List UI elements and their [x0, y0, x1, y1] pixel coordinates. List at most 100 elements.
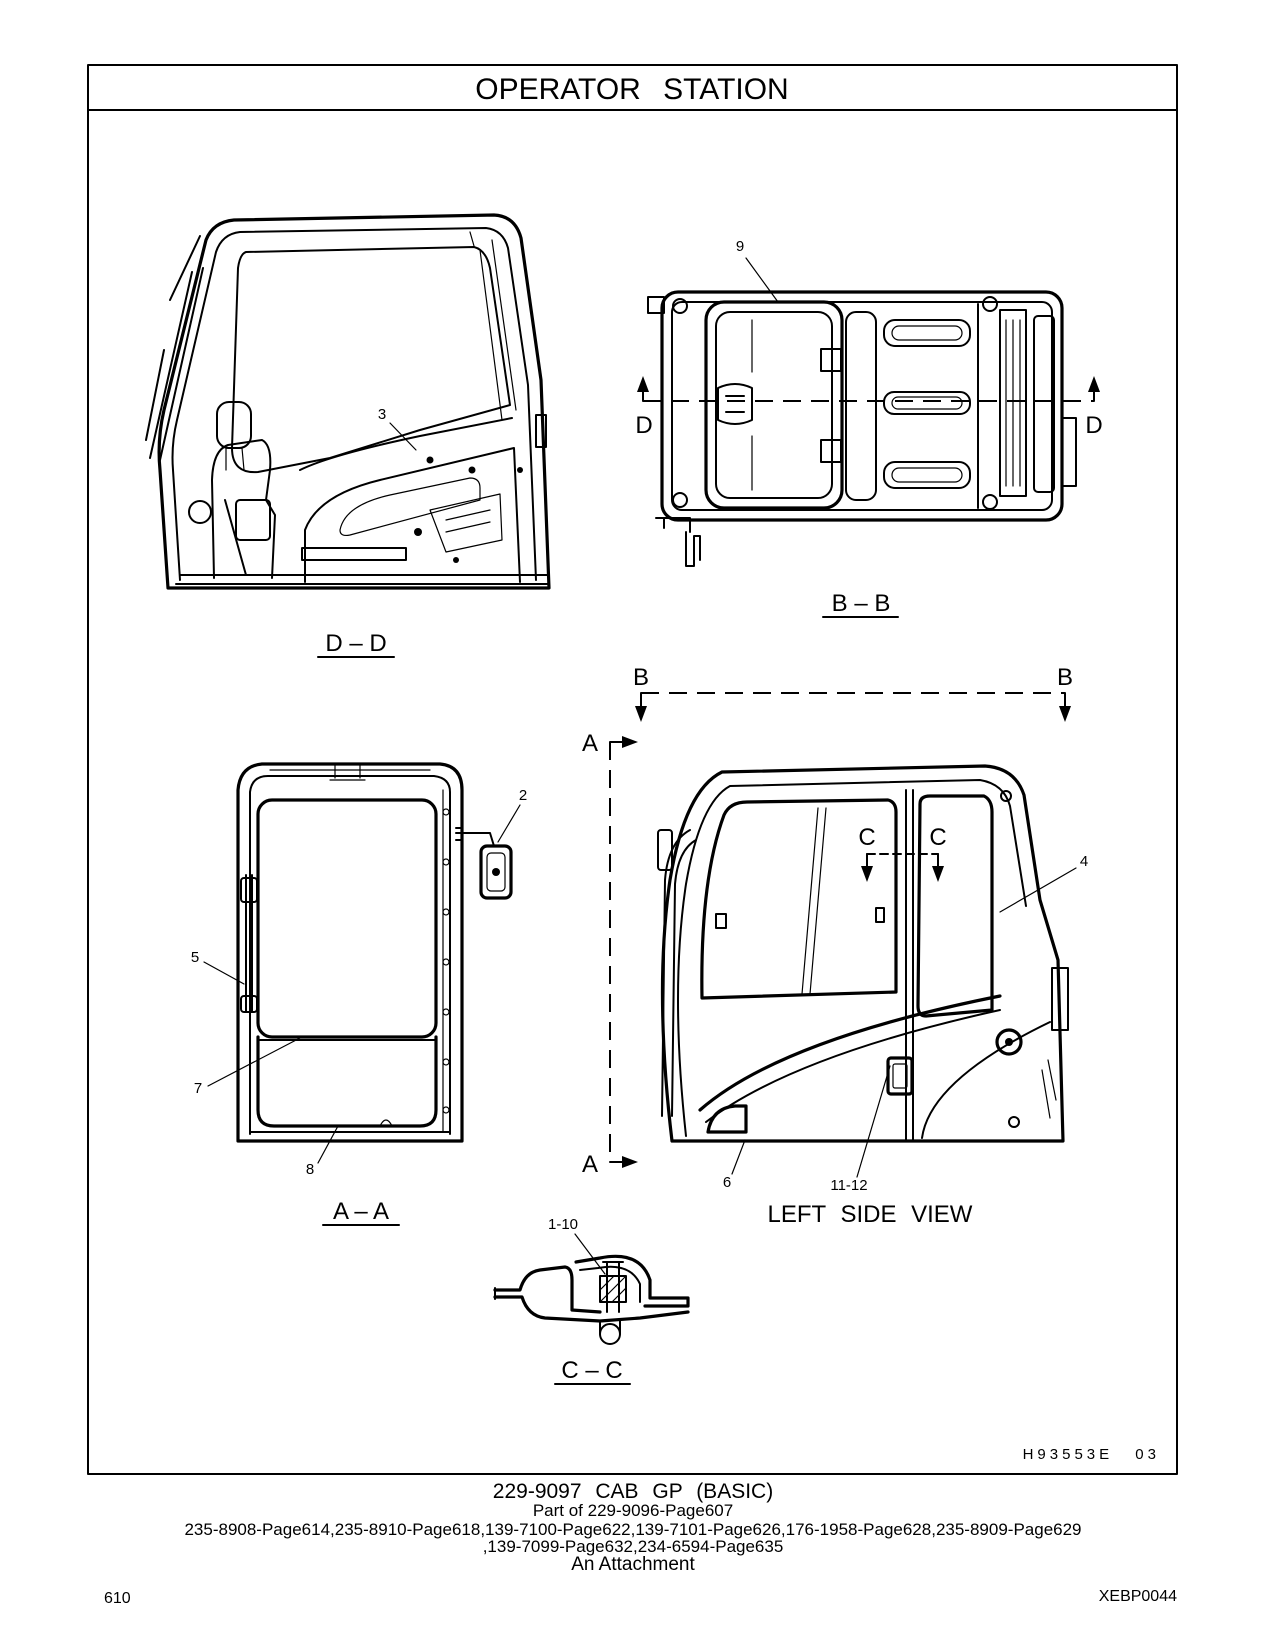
left-side-view-drawing: 4 6 11-12 [657, 764, 1088, 1194]
aa-pillar-bolt-2 [442, 858, 450, 866]
aa-mirror-pivot [492, 868, 500, 876]
ls-fuel-cap-center [1005, 1038, 1013, 1046]
dd-front-window [231, 246, 511, 474]
bb-hatch-hinge-lower [820, 439, 842, 463]
section-line-bb: B B [633, 664, 1073, 722]
aa-pillar-bolt-7 [442, 1106, 450, 1114]
aa-roof-detail [269, 763, 431, 781]
dd-seat-rail [301, 547, 407, 561]
bb-corner-bolt-2 [982, 296, 998, 312]
bb-grab-handle-2-inner [891, 396, 963, 410]
bb-corner-bolt-4 [982, 494, 998, 510]
dd-arrow-left-head [637, 376, 649, 392]
cc-seal-block [599, 1275, 627, 1303]
bb-corner-bolt-1 [672, 298, 688, 314]
callout-1-10: 1-10 [548, 1216, 578, 1233]
bb-grab-handle-3-inner [891, 467, 963, 483]
section-dd-drawing: 3 [145, 213, 551, 590]
aa-mirror-housing [479, 844, 513, 900]
marker-c-left: C [858, 824, 875, 851]
ls-body-curve-upper [698, 994, 1002, 1112]
aa-pillar-bolt-6 [442, 1058, 450, 1066]
cc-arrow-right-head [932, 866, 944, 882]
bb-mirror-bracket [655, 517, 701, 567]
ls-door-latch [875, 907, 885, 923]
footer-references-line-1: 235-8908-Page614,235-8910-Page618,139-71… [184, 1520, 1081, 1539]
bb-arrow-left-head [635, 706, 647, 722]
bb-grab-handle-1 [883, 319, 971, 347]
aa-leader-5 [203, 961, 245, 985]
bb-leader-9 [745, 257, 779, 303]
aa-wiper-motor [240, 877, 258, 903]
cc-inner-flange [579, 1265, 641, 1303]
dd-fastener-4 [453, 557, 459, 563]
section-line-cc: C C [858, 824, 947, 882]
ls-rear-lower-curve [921, 1021, 1051, 1139]
footer-note: An Attachment [571, 1554, 695, 1575]
dd-fastener-2 [468, 466, 476, 474]
bb-arrow-right-head [1059, 706, 1071, 722]
ls-body-curve-lower [705, 1009, 1001, 1123]
footer-part-of: Part of 229-9096-Page607 [533, 1501, 733, 1520]
cc-bolt [602, 1261, 624, 1313]
bb-rear-filter [1033, 315, 1055, 493]
callout-5: 5 [191, 949, 199, 966]
footer-references-line-2: ,139-7099-Page632,234-6594-Page635 [483, 1537, 784, 1556]
bb-grab-handle-1-inner [891, 325, 963, 341]
dd-front-wiper-arm [145, 235, 204, 461]
footer-group-title: 229-9097 CAB GP (BASIC) [493, 1480, 773, 1503]
cc-body-bracket [574, 1254, 690, 1308]
marker-a-top: A [582, 730, 598, 757]
aa-lower-glass [256, 1035, 438, 1128]
callout-2: 2 [519, 787, 527, 804]
bb-center-bar [845, 311, 877, 501]
view-label-dd: D – D [325, 630, 386, 657]
section-line-dd: D D [635, 376, 1103, 439]
aa-leader-8 [317, 1125, 339, 1164]
dd-console-slot [339, 477, 481, 537]
callout-9: 9 [736, 238, 744, 255]
dd-cab-outer-profile [157, 213, 551, 590]
section-line-aa: A A [582, 730, 638, 1178]
aa-cab-inner-frame [249, 775, 451, 1135]
ls-door-handle-inner [892, 1063, 908, 1089]
dd-left-control-stand [211, 439, 276, 579]
aa-pillar-bolt-5 [442, 1008, 450, 1016]
section-cc-drawing: 1-10 [493, 1216, 690, 1345]
aa-lower-glass-notch [379, 1119, 393, 1127]
view-label-aa: A – A [333, 1198, 389, 1225]
ls-leader-6 [731, 1139, 746, 1175]
callout-8: 8 [306, 1161, 314, 1178]
dd-rear-pillar [469, 231, 517, 421]
bb-rear-panel-ribs [1005, 319, 1021, 487]
ls-lower-handle [706, 1104, 748, 1134]
ls-wiper-motor [657, 829, 673, 871]
bb-roof-outline [660, 290, 1064, 522]
dd-control-box [235, 499, 271, 541]
ls-door-handle [886, 1056, 914, 1096]
ls-fuel-cap [995, 1028, 1023, 1056]
dd-console-side-panel [429, 493, 503, 553]
dd-joystick-handle [216, 401, 252, 449]
callout-7: 7 [194, 1080, 202, 1097]
dd-joystick-neck [225, 447, 245, 471]
dd-round-knob [188, 500, 212, 524]
aa-mirror-glass [486, 852, 506, 892]
aa-cab-front-outline [236, 762, 464, 1143]
bb-grab-handle-2 [883, 391, 971, 415]
bb-roof-hatch-frame [704, 300, 844, 510]
dd-fastener-3 [414, 528, 422, 536]
drawing-number: H93553E 03 [1023, 1446, 1160, 1463]
ls-roof-bolt [1000, 790, 1012, 802]
dd-floor-plate [175, 574, 549, 585]
aa-mirror-arm [455, 827, 495, 847]
section-bb-drawing: 9 [647, 238, 1077, 567]
dd-console-top [299, 417, 513, 471]
ls-window-latch [715, 913, 727, 929]
ls-lower-bolt [1008, 1116, 1020, 1128]
bb-grab-handle-3 [883, 461, 971, 489]
aa-pillar-bolt-1 [442, 808, 450, 816]
dd-leader-3 [389, 422, 417, 451]
